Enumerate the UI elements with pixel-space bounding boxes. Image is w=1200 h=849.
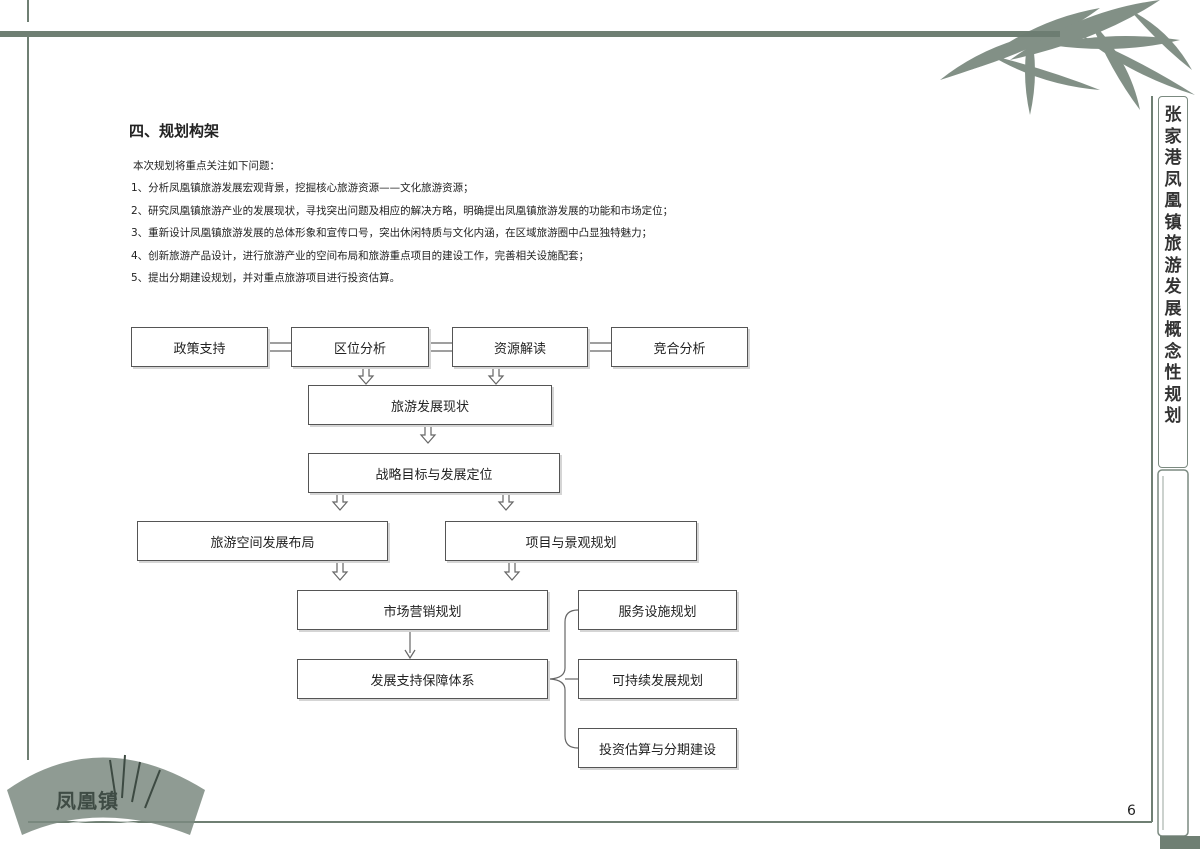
title-char: 规 xyxy=(1164,384,1182,405)
node-marketing: 市场营销规划 xyxy=(297,590,548,630)
node-projects: 项目与景观规划 xyxy=(445,521,697,561)
vertical-title: 张 家 港 凤 凰 镇 旅 游 发 展 概 念 性 规 划 xyxy=(1158,96,1188,468)
node-service: 服务设施规划 xyxy=(578,590,737,630)
title-char: 家 xyxy=(1164,126,1182,147)
node-spatial: 旅游空间发展布局 xyxy=(137,521,388,561)
list-item: 3、重新设计凤凰镇旅游发展的总体形象和宣传口号，突出休闲特质与文化内涵，在区域旅… xyxy=(131,227,653,239)
title-char: 凤 xyxy=(1164,169,1182,190)
title-char: 性 xyxy=(1164,363,1182,383)
title-char: 镇 xyxy=(1164,212,1182,233)
title-char: 展 xyxy=(1164,298,1182,319)
node-competition: 竞合分析 xyxy=(611,327,748,367)
node-sustainable: 可持续发展规划 xyxy=(578,659,737,699)
node-resources: 资源解读 xyxy=(452,327,588,367)
intro-text: 本次规划将重点关注如下问题： xyxy=(133,160,280,172)
title-char: 张 xyxy=(1164,105,1182,125)
node-strategy: 战略目标与发展定位 xyxy=(308,453,560,493)
list-item: 2、研究凤凰镇旅游产业的发展现状，寻找突出问题及相应的解决方略，明确提出凤凰镇旅… xyxy=(131,204,674,217)
bamboo-decoration xyxy=(940,0,1195,115)
title-char: 划 xyxy=(1164,406,1182,426)
list-item: 1、分析凤凰镇旅游发展宏观背景，挖掘核心旅游资源——文化旅游资源； xyxy=(131,182,474,194)
logo-text: 凤凰镇 xyxy=(56,789,119,813)
intro-block: 本次规划将重点关注如下问题： xyxy=(133,155,280,178)
node-investment: 投资估算与分期建设 xyxy=(578,728,737,768)
fan-logo-graphic xyxy=(7,754,205,835)
list-item: 5、提出分期建设规划，并对重点旅游项目进行投资估算。 xyxy=(131,272,401,284)
title-char: 念 xyxy=(1164,341,1182,362)
issue-list: 1、分析凤凰镇旅游发展宏观背景，挖掘核心旅游资源——文化旅游资源； 2、研究凤凰… xyxy=(131,177,673,290)
title-char: 发 xyxy=(1164,277,1182,297)
node-policy: 政策支持 xyxy=(131,327,268,367)
title-char: 旅 xyxy=(1164,234,1182,254)
node-support: 发展支持保障体系 xyxy=(297,659,548,699)
node-location: 区位分析 xyxy=(291,327,429,367)
title-char: 游 xyxy=(1164,255,1182,276)
page-number: 6 xyxy=(1127,803,1136,819)
title-char: 港 xyxy=(1164,148,1182,168)
title-char: 凰 xyxy=(1164,191,1182,211)
section-heading: 四、规划构架 xyxy=(129,122,220,140)
node-status: 旅游发展现状 xyxy=(308,385,552,425)
list-item: 4、创新旅游产品设计，进行旅游产业的空间布局和旅游重点项目的建设工作，完善相关设… xyxy=(131,249,590,262)
title-char: 概 xyxy=(1164,320,1182,340)
